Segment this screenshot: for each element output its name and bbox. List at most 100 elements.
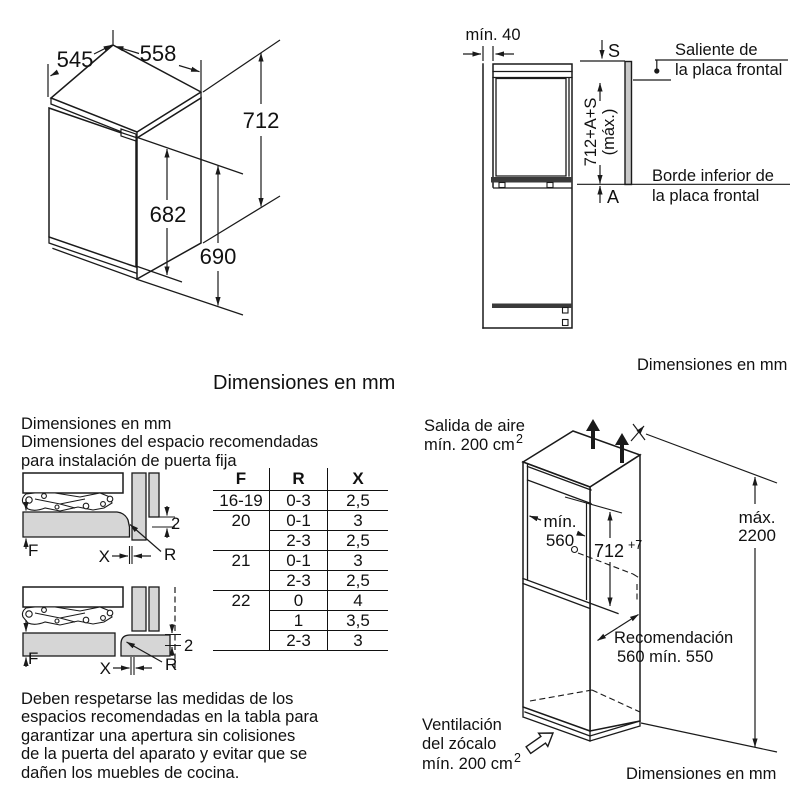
plinth-lines bbox=[522, 706, 591, 742]
niche-width-value: 560 bbox=[546, 531, 574, 550]
note-line-5: dañen los muebles de cocina. bbox=[21, 763, 240, 782]
max-label: máx. bbox=[739, 508, 776, 527]
hinge-mechanism bbox=[21, 606, 114, 626]
label-f: F bbox=[28, 541, 38, 560]
cell-x: 3 bbox=[328, 511, 388, 531]
appliance-door-bar bbox=[22, 632, 116, 657]
door-panel-col-1 bbox=[131, 586, 147, 632]
cell-r: 0-3 bbox=[270, 491, 328, 511]
label-x: X bbox=[100, 659, 111, 678]
note-line-4: de la puerta del aparato y evitar que se bbox=[21, 745, 308, 764]
intro-line-2: Dimensiones del espacio recomendadas bbox=[21, 433, 319, 452]
cell-r: 1 bbox=[270, 611, 328, 631]
label-r: R bbox=[164, 545, 176, 564]
niche-height-tolerance: +7 bbox=[628, 538, 642, 552]
cell-x: 3 bbox=[328, 551, 388, 571]
air-arrow-2 bbox=[615, 433, 629, 463]
right-bottom-band bbox=[589, 720, 641, 742]
dim-depth: 545 bbox=[57, 47, 94, 72]
note-line-1: Deben respetarse las medidas de los bbox=[21, 690, 294, 708]
appliance-plinth-lines bbox=[48, 236, 138, 280]
cell-x: 2,5 bbox=[328, 571, 388, 591]
cell-r: 2-3 bbox=[270, 571, 328, 591]
r-leader bbox=[129, 524, 162, 552]
door-panel-col-1 bbox=[131, 472, 147, 541]
air-flow bbox=[586, 419, 646, 463]
appliance-door-section bbox=[495, 77, 567, 177]
label-r: R bbox=[165, 655, 177, 674]
clearance-ticks bbox=[165, 633, 181, 647]
fig-hinge-bottom: F 2 X R bbox=[21, 586, 193, 678]
cell-r: 0 bbox=[270, 591, 328, 611]
table-row: 2-3 2,5 bbox=[213, 571, 388, 591]
door-handle-recess bbox=[120, 128, 137, 142]
appliance-foot-right bbox=[546, 181, 554, 189]
appliance-foot-left bbox=[498, 181, 506, 189]
cell-x: 2,5 bbox=[328, 491, 388, 511]
col-header-f: F bbox=[213, 468, 270, 491]
cell-f: 16-19 bbox=[213, 491, 270, 511]
cell-x: 2,5 bbox=[328, 531, 388, 551]
hinge1-annotations: F 2 X R bbox=[23, 499, 180, 566]
shelf-detail-2 bbox=[561, 318, 569, 327]
label-f: F bbox=[28, 649, 38, 668]
note-line-3: garantizar una apertura sin colisiones bbox=[21, 726, 296, 745]
cell-x: 3,5 bbox=[328, 611, 388, 631]
max-ext-top bbox=[645, 433, 778, 484]
front-panel-bar bbox=[624, 60, 633, 186]
cabinet-outline bbox=[482, 63, 573, 329]
width-arrow-left bbox=[529, 515, 542, 522]
depth-arrow-left bbox=[597, 626, 619, 642]
dimension-annotations: 545 558 712 682 690 bbox=[47, 30, 281, 316]
label-a: A bbox=[607, 187, 619, 207]
vent-line2: del zócalo bbox=[422, 735, 496, 753]
cell-f: 20 bbox=[213, 511, 270, 531]
dim-height: 712 bbox=[243, 108, 280, 133]
table-row: 2-3 3 bbox=[213, 631, 388, 651]
label-x: X bbox=[99, 547, 110, 566]
dim-545-arrow-right bbox=[93, 44, 113, 55]
fixing-point bbox=[570, 545, 579, 554]
max-ext-bottom bbox=[640, 722, 778, 753]
vent-line3: mín. 200 cm bbox=[422, 755, 513, 773]
callout-borde-2: la placa frontal bbox=[652, 187, 759, 205]
cell-f bbox=[213, 531, 270, 551]
units-note-bottom: Dimensiones en mm bbox=[626, 765, 776, 783]
appliance-door-bar bbox=[22, 511, 131, 538]
dim-558-arrow-right bbox=[178, 64, 200, 73]
air-out-line1: Salida de aire bbox=[424, 417, 525, 435]
dim-door-height: 682 bbox=[150, 202, 187, 227]
niche-ceiling-back-edge bbox=[564, 496, 623, 514]
bottom-shelf-bar bbox=[492, 303, 572, 308]
door-panel-col-2 bbox=[148, 472, 160, 518]
label-min-40: mín. 40 bbox=[465, 26, 520, 44]
dim-545-arrow-left bbox=[50, 69, 60, 77]
table-header-row: F R X bbox=[213, 468, 388, 491]
hinge2-annotations: F 2 X R bbox=[23, 620, 193, 678]
vent-line1: Ventilación bbox=[422, 716, 502, 734]
table-row: 20 0-1 3 bbox=[213, 511, 388, 531]
callout-borde-1: Borde inferior de bbox=[652, 167, 774, 185]
label-stack: 712+A+S bbox=[582, 98, 600, 167]
door-panel-col-2 bbox=[148, 586, 160, 632]
cell-f bbox=[213, 611, 270, 631]
cell-f bbox=[213, 571, 270, 591]
hinge-table: F R X 16-19 0-3 2,5 20 0-1 3 2-3 2,5 21 … bbox=[213, 468, 388, 651]
cabinet-top-frame bbox=[492, 70, 573, 79]
r-leader bbox=[126, 641, 163, 663]
dim-width: 558 bbox=[140, 41, 177, 66]
intro-line-3: para instalación de puerta fija bbox=[21, 451, 237, 470]
furniture-edge-piece bbox=[120, 634, 171, 657]
right-face bbox=[589, 453, 641, 732]
table-row: 1 3,5 bbox=[213, 611, 388, 631]
cell-r: 0-1 bbox=[270, 551, 328, 571]
clearance-ticks bbox=[152, 516, 175, 528]
cell-f: 22 bbox=[213, 591, 270, 611]
units-note-top: Dimensiones en mm bbox=[637, 356, 787, 374]
side-annotations: mín. 40 S 712+A+S (máx.) A Saliente de l… bbox=[463, 26, 790, 374]
col-header-r: R bbox=[270, 468, 328, 491]
lower-door-top-edges bbox=[522, 577, 619, 615]
air-symbol-arrow bbox=[630, 425, 645, 442]
cell-r: 2-3 bbox=[270, 531, 328, 551]
